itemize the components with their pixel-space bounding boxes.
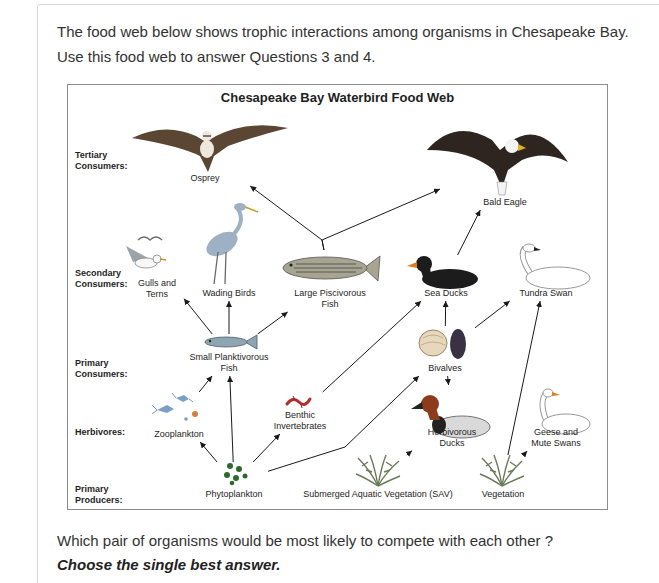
feeding-arrow	[268, 376, 419, 471]
organism-node: Large Piscivorous Fish	[282, 250, 378, 312]
organism-node: Sea Ducks	[405, 255, 487, 301]
sav-drawing	[356, 455, 400, 486]
organism-label: Gulls and Terns	[135, 278, 179, 299]
organism-node: Osprey	[140, 118, 270, 186]
trophic-level-label: Secondary Consumers:	[75, 268, 131, 290]
menhaden-drawing	[205, 335, 257, 349]
feeding-arrow	[445, 301, 446, 326]
organism-label: Vegetation	[482, 489, 525, 499]
organism-label: Wading Birds	[202, 288, 255, 298]
organism-node: Gulls and Terns	[130, 228, 184, 302]
feeding-arrow	[407, 451, 412, 455]
organism-node: Geese and Mute Swans	[524, 385, 588, 451]
organism-label: Herbivorous Ducks	[422, 427, 482, 448]
zooplankton-drawing	[152, 393, 198, 421]
instruction-text: The food web below shows trophic interac…	[57, 19, 637, 69]
trophic-level-label: Tertiary Consumers:	[75, 150, 137, 172]
organism-node: Benthic Invertebrates	[265, 392, 335, 434]
feeding-arrow	[524, 451, 528, 455]
organism-label: Small Planktivorous Fish	[185, 352, 273, 373]
organism-node: Small Planktivorous Fish	[181, 334, 277, 376]
organism-node: Bald Eagle	[440, 112, 570, 210]
bald-eagle-drawing	[427, 131, 568, 195]
phytoplankton-drawing	[224, 463, 248, 485]
trophic-level-label: Primary Consumers:	[75, 358, 137, 380]
organism-label: Osprey	[190, 173, 219, 183]
tundra-swan-drawing	[523, 244, 590, 289]
bivalve-drawing	[419, 329, 466, 359]
figure-title: Chesapeake Bay Waterbird Food Web	[68, 90, 607, 105]
osprey-drawing	[132, 125, 288, 172]
organism-node: Vegetation	[475, 455, 531, 502]
organism-label: Benthic Invertebrates	[269, 410, 331, 431]
feeding-arrow	[322, 189, 440, 250]
organism-node: Herbivorous Ducks	[412, 385, 492, 451]
feeding-arrow	[323, 301, 421, 392]
striped-bass-drawing	[283, 256, 380, 281]
heron-drawing	[202, 203, 258, 284]
feeding-arrow	[199, 376, 212, 392]
trophic-level-label: Herbivores:	[75, 427, 145, 438]
organism-label: Tundra Swan	[519, 288, 572, 298]
organism-label: Sea Ducks	[424, 288, 468, 298]
feeding-arrow	[229, 301, 230, 334]
feeding-arrow	[250, 186, 324, 250]
organism-node: Phytoplankton	[200, 462, 268, 502]
organism-label: Geese and Mute Swans	[528, 427, 584, 448]
feeding-arrow	[184, 299, 212, 334]
organism-label: Large Piscivorous Fish	[288, 288, 372, 309]
feeding-arrow	[230, 376, 233, 462]
gull-drawing	[126, 237, 166, 268]
organism-label: Submerged Aquatic Vegetation (SAV)	[303, 489, 452, 499]
organism-label: Bald Eagle	[483, 197, 527, 207]
organism-node: Zooplankton	[150, 392, 208, 442]
organism-node: Bivalves	[415, 326, 475, 376]
instruction-text: Choose the single best answer.	[57, 552, 652, 577]
organism-label: Bivalves	[428, 363, 462, 373]
vegetation-drawing	[480, 455, 524, 486]
organism-label: Phytoplankton	[205, 489, 262, 499]
feeding-arrow	[458, 210, 481, 255]
feeding-arrow	[447, 376, 449, 385]
feeding-arrow	[475, 301, 510, 328]
organism-label: Zooplankton	[154, 429, 204, 439]
goose-drawing	[542, 389, 590, 434]
feeding-arrow	[258, 312, 288, 334]
feeding-arrow	[253, 434, 280, 462]
question-text: Which pair of organisms would be most li…	[57, 528, 652, 553]
organism-node: Tundra Swan	[500, 245, 592, 301]
sea-duck-drawing	[407, 256, 478, 289]
trophic-level-label: Primary Producers:	[75, 484, 137, 506]
organism-node: Wading Birds	[192, 200, 266, 301]
benthic-invertebrate-drawing	[287, 396, 310, 408]
organism-node: Submerged Aquatic Vegetation (SAV)	[298, 455, 458, 502]
feeding-arrow	[200, 442, 217, 462]
